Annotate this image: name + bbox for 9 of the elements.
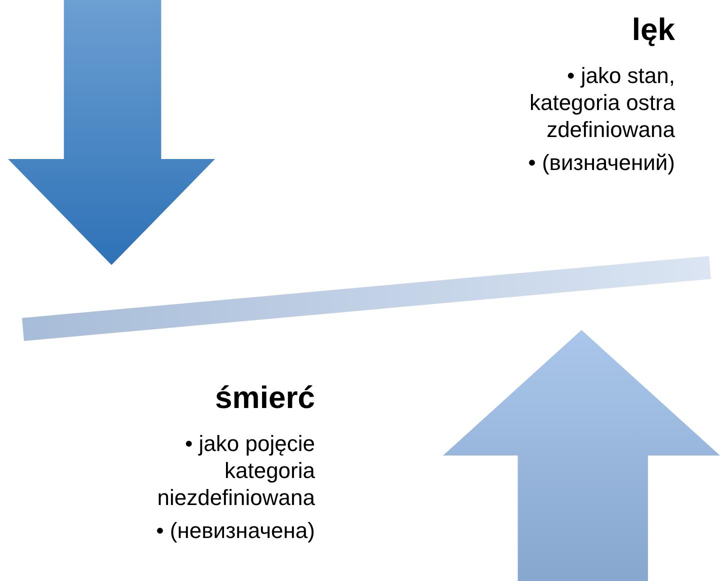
bullet-item: • jako stan, kategoria ostra zdefiniowana <box>528 62 675 143</box>
bullet-item: • jako pojęcie kategoria niezdefiniowana <box>156 430 315 511</box>
up-arrow-shape <box>443 330 720 581</box>
heading: lęk <box>632 12 675 48</box>
balance-bar <box>22 256 711 341</box>
heading: śmierć <box>215 380 315 416</box>
down-arrow-shape <box>8 0 215 265</box>
bullet-item: • (невизначена) <box>155 517 315 544</box>
bullet-item: • (визначений) <box>527 149 675 176</box>
